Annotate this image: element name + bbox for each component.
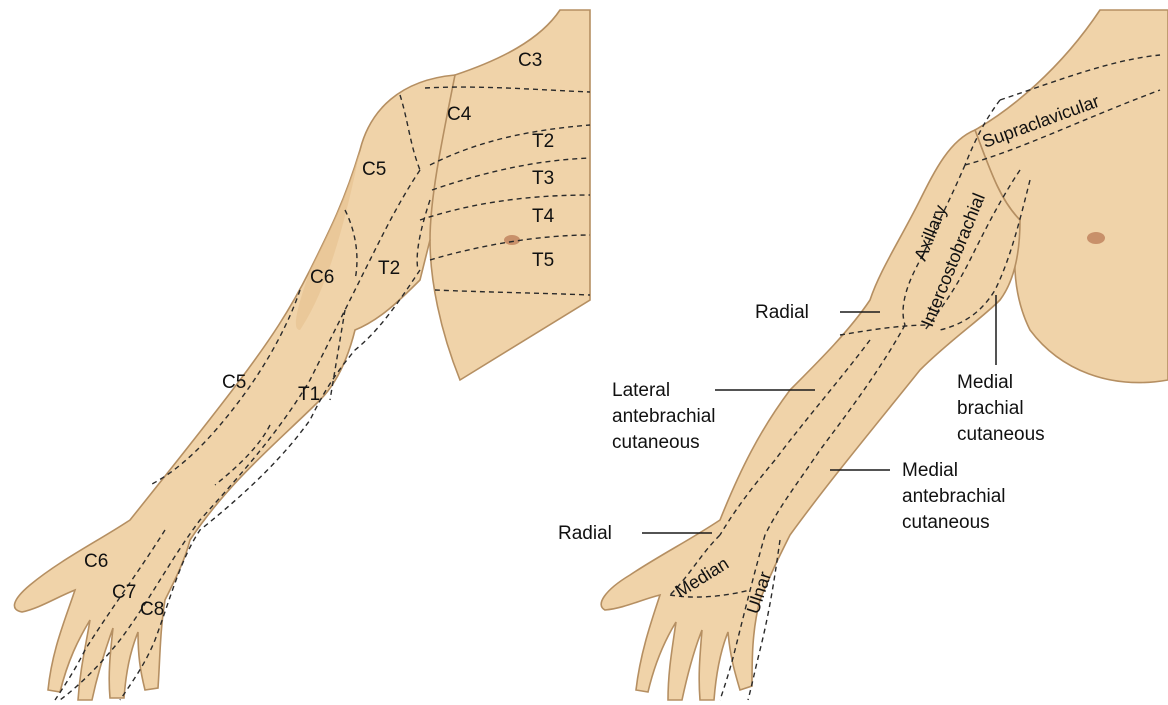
label-t2-chest: T2 (532, 131, 554, 152)
callout-medial-antebrachial-line1: Medial (902, 460, 958, 481)
label-t1: T1 (298, 384, 320, 405)
label-c8: C8 (140, 599, 164, 620)
right-panel-cutaneous-nerves: Supraclavicular Axillary Intercostobrach… (558, 10, 1168, 700)
label-c4: C4 (447, 104, 472, 125)
label-c6-hand: C6 (84, 551, 108, 572)
left-panel-dermatomes: C3 C4 C5 T2 T3 T4 T5 C6 T2 C5 T1 C6 C7 C… (14, 10, 590, 700)
label-c3: C3 (518, 50, 542, 71)
left-nipple (504, 235, 520, 245)
label-c6-arm: C6 (310, 267, 334, 288)
callout-lateral-antebrachial-line1: Lateral (612, 380, 670, 401)
label-t5: T5 (532, 250, 554, 271)
callout-medial-antebrachial-line3: cutaneous (902, 512, 990, 533)
label-t4: T4 (532, 206, 555, 227)
callout-medial-brachial-line3: cutaneous (957, 424, 1045, 445)
right-nipple (1087, 232, 1105, 244)
callout-medial-brachial-line1: Medial (957, 372, 1013, 393)
label-c7: C7 (112, 582, 136, 603)
label-c5-forearm: C5 (222, 372, 246, 393)
callout-medial-antebrachial-line2: antebrachial (902, 486, 1006, 507)
callout-radial-lower: Radial (558, 523, 612, 544)
label-t2-arm: T2 (378, 258, 400, 279)
callout-radial-upper: Radial (755, 302, 809, 323)
callout-medial-brachial-line2: brachial (957, 398, 1024, 419)
label-t3: T3 (532, 168, 554, 189)
callout-lateral-antebrachial-line3: cutaneous (612, 432, 700, 453)
callout-lateral-antebrachial-line2: antebrachial (612, 406, 716, 427)
label-c5-shoulder: C5 (362, 159, 386, 180)
